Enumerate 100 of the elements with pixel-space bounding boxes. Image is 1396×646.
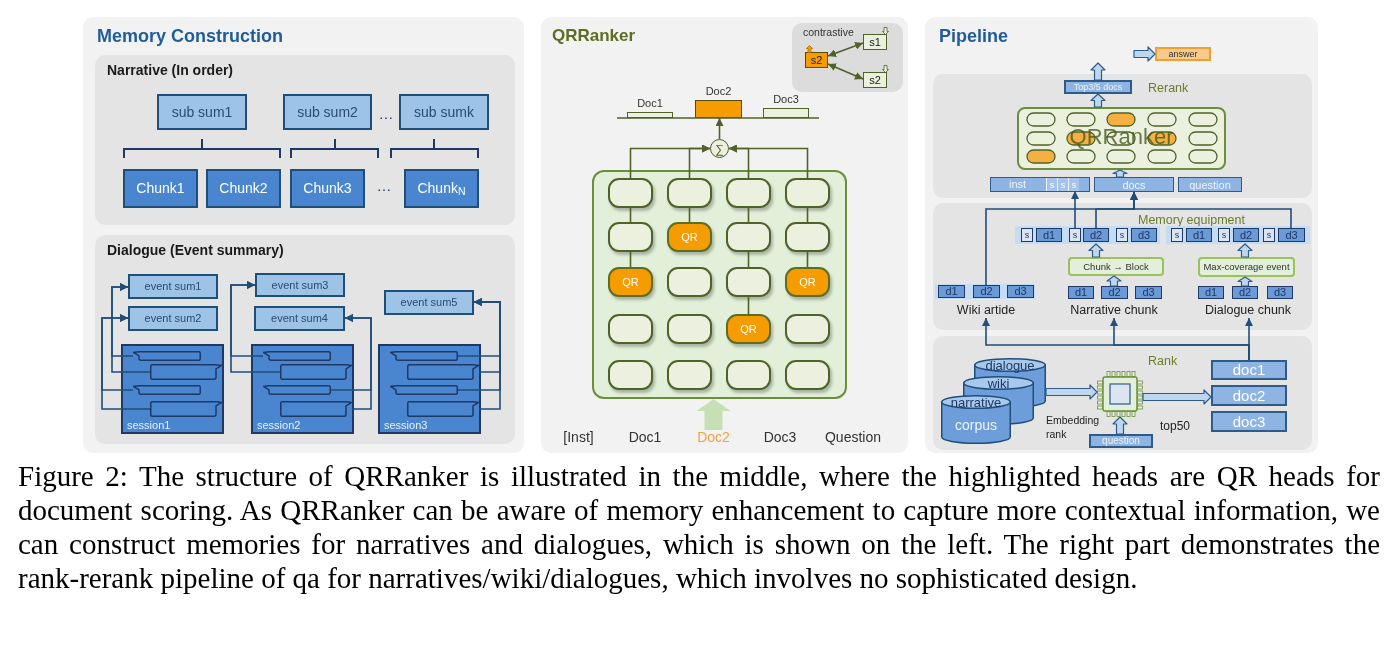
special-token: s — [1057, 178, 1068, 191]
speech-bubble — [390, 351, 458, 361]
summary-box: sub sum1 — [157, 94, 247, 130]
attention-head: QR — [667, 222, 712, 252]
process-box: Max-coverage event — [1198, 257, 1295, 277]
attention-head — [785, 314, 830, 344]
attention-head — [667, 314, 712, 344]
section-panel — [95, 235, 515, 444]
arrow — [688, 144, 711, 179]
cylinder-label: wiki — [987, 377, 1010, 391]
document-token: d1 — [1036, 228, 1062, 242]
speech-bubble — [150, 364, 222, 380]
model-label: QRRanker — [1069, 125, 1174, 149]
panel-title: Memory Construction — [97, 25, 283, 47]
speech-bubble — [407, 364, 479, 380]
attention-head — [667, 360, 712, 390]
session-label: session1 — [127, 419, 171, 432]
document-token: d2 — [1232, 286, 1258, 299]
attention-head: QR — [785, 267, 830, 297]
input-token: Question — [823, 428, 882, 446]
attention-head: QR — [726, 314, 771, 344]
speech-bubble — [263, 351, 331, 361]
attention-head — [608, 360, 653, 390]
sample-label: s2 — [810, 53, 823, 67]
chunk-box: Chunk$_{N}$ — [404, 169, 479, 208]
section-panel — [933, 203, 1312, 330]
chunk-box: Chunk1 — [123, 169, 198, 208]
arrow — [344, 314, 372, 410]
section-panel — [933, 336, 1312, 450]
attention-head: QR — [608, 267, 653, 297]
block-arrow — [1237, 243, 1253, 258]
connector-line — [806, 251, 809, 268]
session-label: session2 — [257, 419, 301, 432]
connector-line — [629, 207, 632, 223]
block-arrow — [1112, 169, 1128, 178]
memory-strip — [935, 284, 1035, 299]
block-arrow — [1090, 62, 1106, 81]
panel — [83, 17, 524, 453]
document-token: d3 — [1135, 286, 1162, 299]
summary-box: event sum3 — [255, 273, 345, 297]
arrow — [715, 117, 724, 140]
speech-bubble — [133, 351, 201, 361]
attention-head — [608, 222, 653, 252]
sample-label: s1 — [869, 35, 881, 49]
connector-line — [688, 207, 691, 223]
attention-head — [726, 360, 771, 390]
group-label: Narrative chunk — [1064, 302, 1164, 318]
sample-label: s2 — [869, 73, 881, 87]
query-box: question — [1089, 434, 1153, 448]
input-token: Doc1 — [627, 428, 663, 446]
document-token: d1 — [938, 285, 965, 298]
bar-label: Doc2 — [705, 85, 732, 98]
speech-bubble — [390, 385, 458, 395]
document-token: d1 — [1198, 286, 1224, 299]
block-arrow — [1142, 389, 1212, 405]
speech-bubble — [280, 364, 352, 380]
panel-title: contrastive — [803, 26, 854, 39]
summary-box: sub sum2 — [283, 94, 372, 130]
attention-head — [667, 178, 712, 208]
connector-line — [747, 207, 750, 223]
arrow — [230, 281, 281, 373]
document-token: d2 — [1233, 228, 1259, 242]
session-box — [121, 344, 224, 434]
ellipsis: … — [375, 176, 393, 196]
block-arrow — [1237, 276, 1253, 287]
summary-box: sub sumk — [399, 94, 489, 130]
arrow — [728, 144, 809, 179]
summary-box: event sum2 — [128, 306, 218, 331]
block-arrow — [1090, 93, 1106, 108]
block-arrow — [696, 399, 731, 430]
special-token: s — [1068, 178, 1079, 191]
connector-line — [747, 296, 750, 315]
connector-line — [629, 251, 632, 268]
input-token: [Inst] — [562, 428, 595, 446]
arrow — [827, 42, 864, 57]
arrow — [101, 314, 151, 410]
document-token: d2 — [1101, 286, 1128, 299]
document-box: doc3 — [1211, 411, 1287, 432]
panel-title: QRRanker — [552, 25, 636, 47]
bar-label: Doc1 — [637, 97, 663, 110]
process-box: Chunk → Block — [1068, 257, 1164, 276]
ellipsis: … — [377, 104, 395, 124]
bar-label: Doc3 — [773, 93, 799, 106]
session-box — [378, 344, 481, 434]
inset-panel — [792, 23, 903, 92]
memory-strip — [1166, 226, 1310, 244]
panel — [541, 17, 908, 453]
summary-box: event sum1 — [128, 274, 218, 299]
special-token: s — [1046, 178, 1057, 191]
cylinder-label: narrative — [950, 396, 1002, 410]
block-arrow — [1133, 46, 1156, 62]
attention-head — [608, 314, 653, 344]
document-token: d2 — [973, 285, 1000, 298]
group-label: Wiki artide — [946, 302, 1026, 318]
section-title: Memory equipment — [1138, 212, 1245, 228]
summary-box: event sum5 — [384, 290, 474, 315]
group-label: Dialogue chunk — [1198, 302, 1298, 318]
connector-line — [806, 207, 809, 223]
session-box — [251, 344, 354, 434]
speech-bubble — [263, 385, 331, 395]
